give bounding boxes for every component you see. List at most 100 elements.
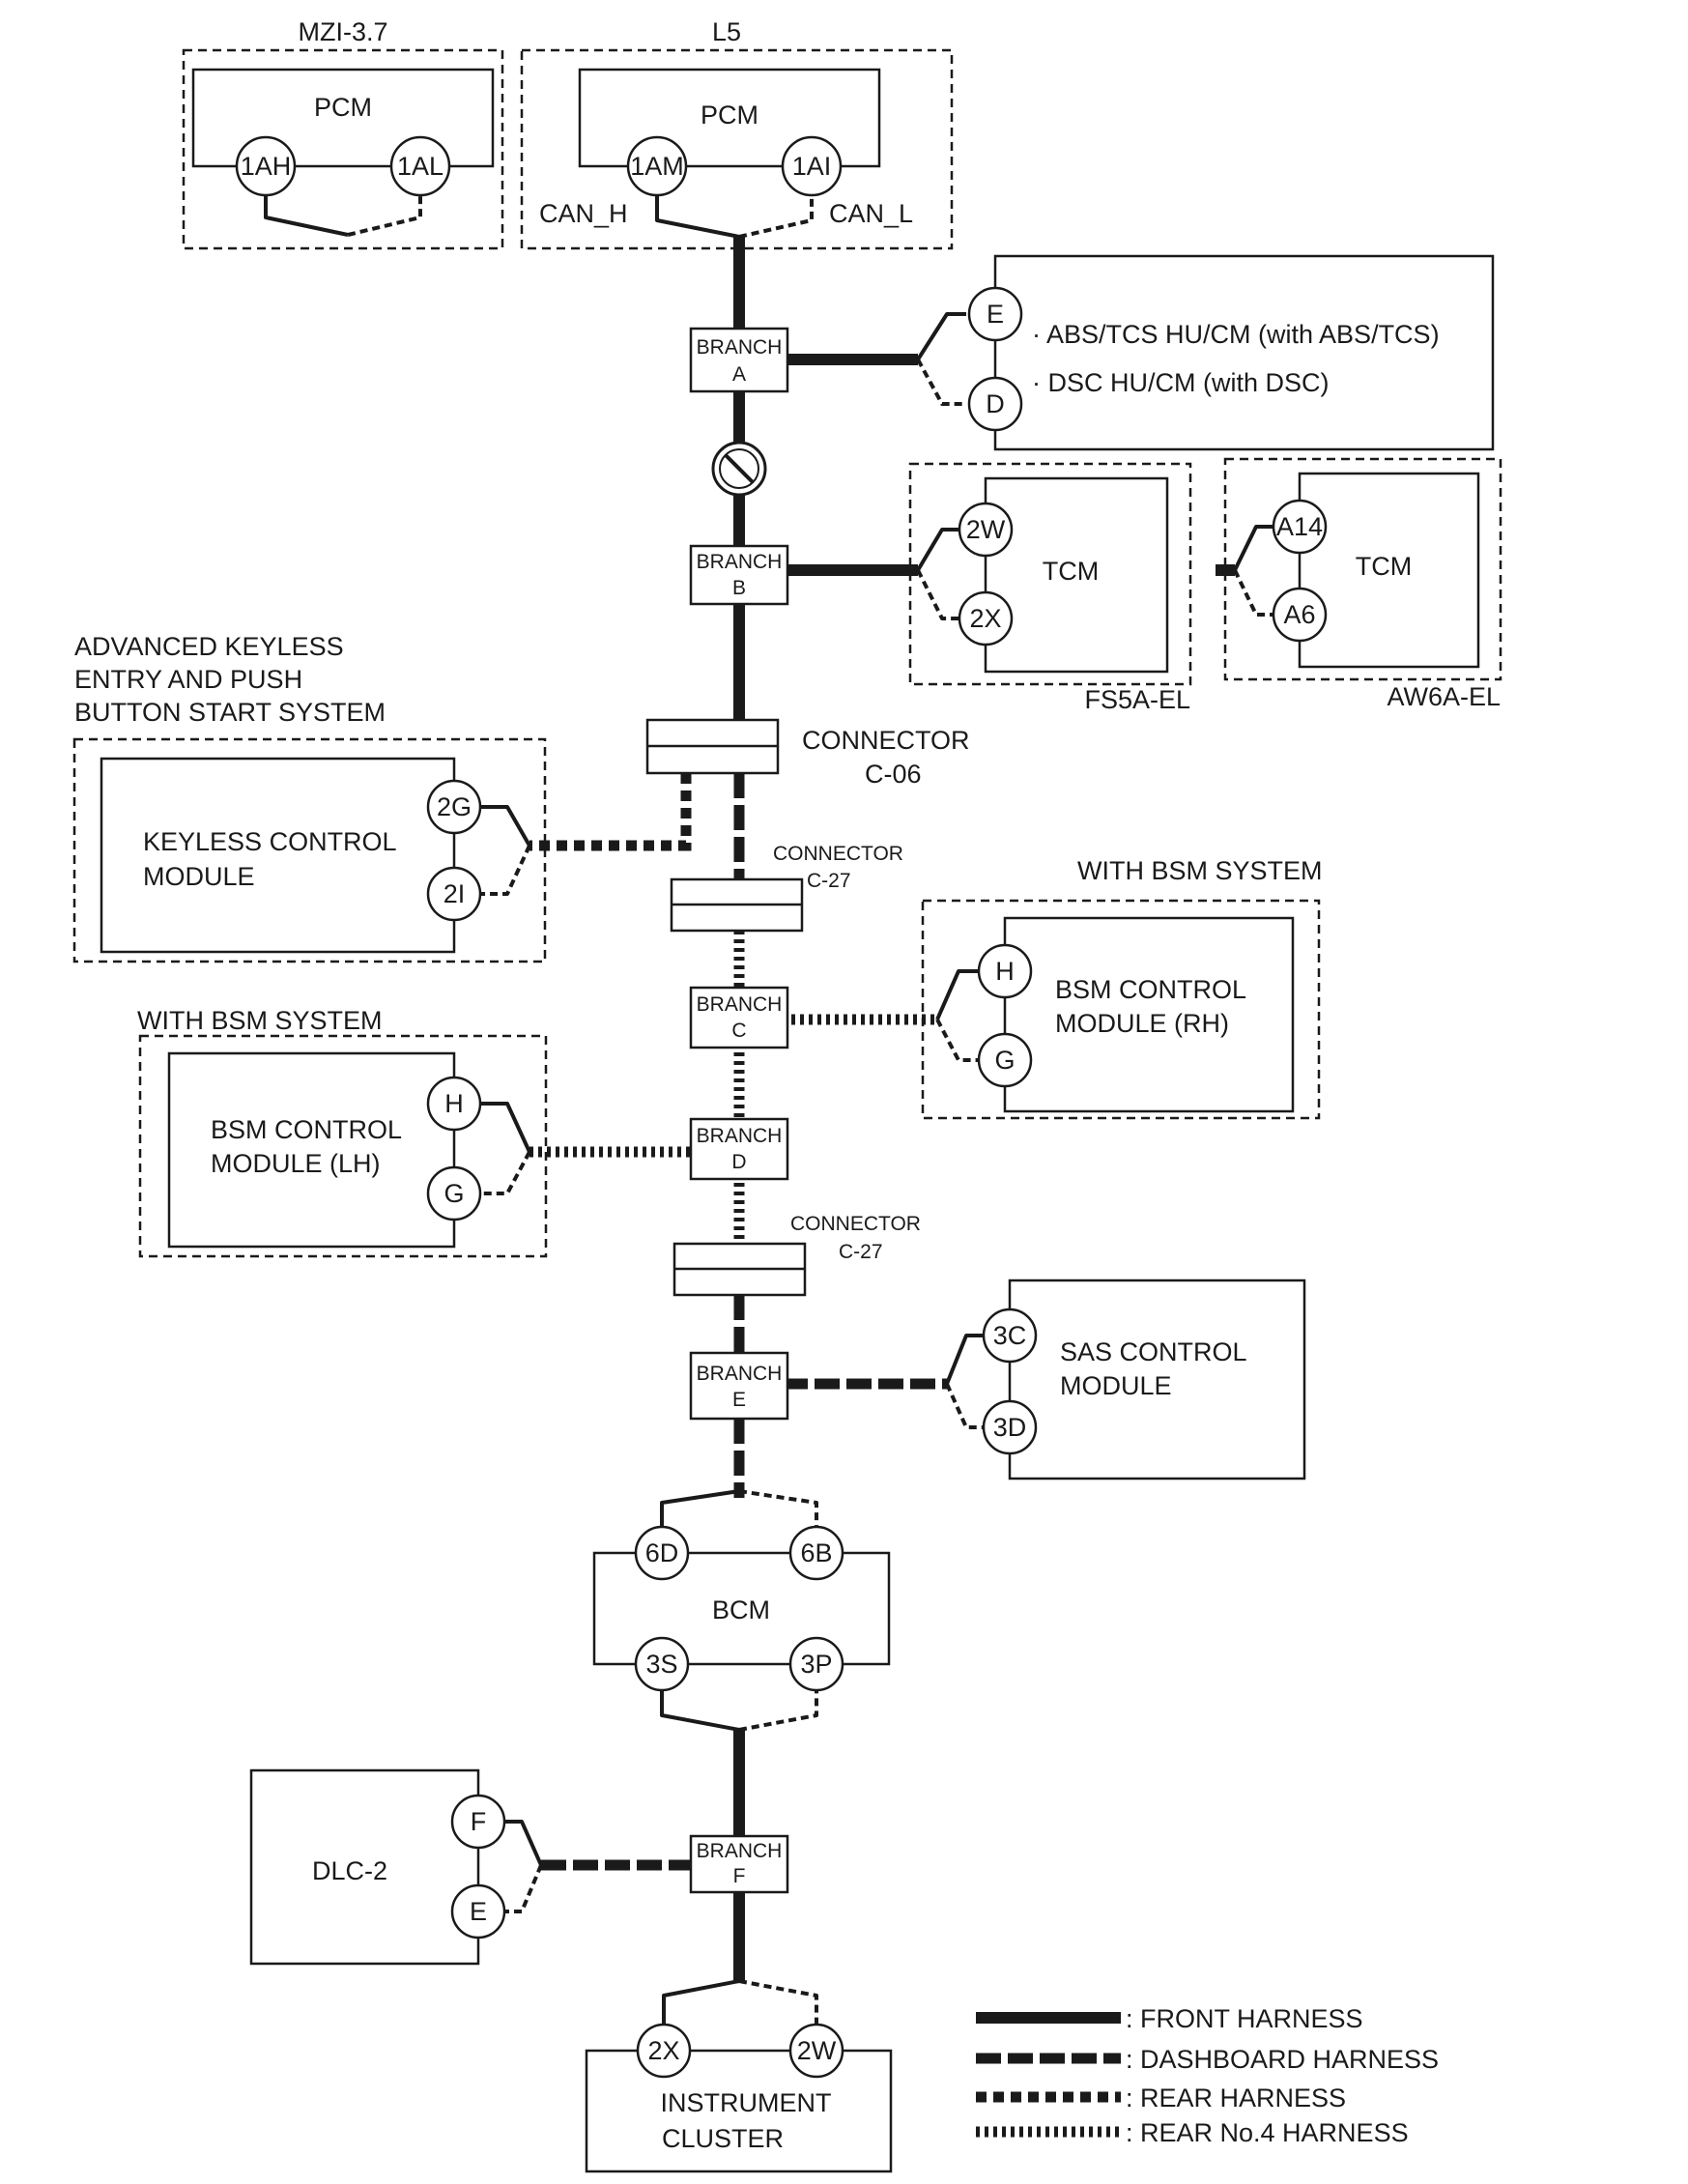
pin-keyless-2i: 2I xyxy=(426,866,482,922)
pcm-l5-twist-l xyxy=(738,193,814,239)
svg-text:2X: 2X xyxy=(969,604,1001,633)
bsm-rh-twist-g xyxy=(935,1019,979,1062)
svg-text:A: A xyxy=(732,363,746,386)
keyless-system-line1: ADVANCED KEYLESS xyxy=(74,632,344,661)
bsm-lh-name-line1: BSM CONTROL xyxy=(211,1115,402,1144)
legend-front-label: : FRONT HARNESS xyxy=(1126,2004,1363,2033)
pin-bcm-6d: 6D xyxy=(634,1525,690,1581)
sas-name-line1: SAS CONTROL xyxy=(1060,1337,1247,1366)
bcm-top-twist-a xyxy=(660,1489,740,1527)
svg-text:BRANCH: BRANCH xyxy=(697,336,783,359)
svg-text:G: G xyxy=(443,1179,464,1208)
svg-text:1AM: 1AM xyxy=(630,152,684,181)
bsm-rh-name-line2: MODULE (RH) xyxy=(1055,1009,1229,1038)
svg-text:H: H xyxy=(444,1089,464,1118)
abs-label-line2: · DSC HU/CM (with DSC) xyxy=(1032,368,1330,397)
pin-cluster-2x: 2X xyxy=(636,2023,692,2079)
svg-text:1AL: 1AL xyxy=(397,152,443,181)
pin-tcm-2x: 2X xyxy=(958,590,1014,647)
bcm-top-twist-b xyxy=(738,1489,818,1527)
branch-f: BRANCH F xyxy=(689,1834,789,1894)
tcm-fs5a-variant-label: FS5A-EL xyxy=(1084,685,1190,714)
pin-bcm-3s: 3S xyxy=(634,1636,690,1692)
tcm-aw6a-enclosure xyxy=(1223,457,1502,681)
svg-text:6D: 6D xyxy=(645,1538,679,1567)
sas-twist-a xyxy=(945,1334,984,1385)
cluster-twist-a xyxy=(662,1979,740,2025)
pin-1al: 1AL xyxy=(389,135,451,197)
pin-bsm-rh-h: H xyxy=(977,943,1033,999)
connector-c-27-upper xyxy=(670,877,804,933)
svg-text:1AH: 1AH xyxy=(241,152,292,181)
pin-cluster-2w: 2W xyxy=(788,2023,844,2079)
pcm-mzi-name: PCM xyxy=(314,93,372,122)
sas-name-line2: MODULE xyxy=(1060,1371,1172,1400)
svg-text:A14: A14 xyxy=(1276,512,1323,541)
pcm-l5-box xyxy=(578,68,881,168)
svg-text:3C: 3C xyxy=(993,1321,1027,1350)
connector-c-06-word: CONNECTOR xyxy=(802,726,970,755)
pin-bsm-lh-g: G xyxy=(426,1165,482,1221)
pin-bsm-rh-g: G xyxy=(977,1032,1033,1088)
svg-text:2X: 2X xyxy=(647,2036,679,2065)
svg-text:H: H xyxy=(995,957,1015,986)
svg-text:2G: 2G xyxy=(437,792,472,821)
cluster-name-line2: CLUSTER xyxy=(662,2124,784,2153)
svg-text:6B: 6B xyxy=(800,1538,832,1567)
svg-text:BRANCH: BRANCH xyxy=(697,551,783,573)
tcm-aw6a-twist-a xyxy=(1233,525,1273,571)
no-connection-icon xyxy=(711,441,767,497)
pin-bcm-6b: 6B xyxy=(788,1525,844,1581)
pin-tcm-a14: A14 xyxy=(1272,499,1328,555)
connector-c-06-id: C-06 xyxy=(865,760,922,789)
pin-tcm-2w: 2W xyxy=(958,502,1014,558)
keyless-system-line2: ENTRY AND PUSH xyxy=(74,665,302,694)
svg-text:BRANCH: BRANCH xyxy=(697,1840,783,1862)
svg-text:C: C xyxy=(731,1020,746,1042)
bsm-lh-enclosure xyxy=(138,1034,548,1258)
keyless-system-line3: BUTTON START SYSTEM xyxy=(74,698,386,727)
pcm-l5-enclosure xyxy=(520,48,954,250)
pin-sas-3d: 3D xyxy=(982,1399,1038,1455)
pin-bsm-lh-h: H xyxy=(426,1076,482,1132)
connector-c-27b-word: CONNECTOR xyxy=(790,1213,921,1235)
svg-text:F: F xyxy=(471,1807,487,1836)
pin-dlc-e: E xyxy=(450,1883,506,1940)
svg-text:BRANCH: BRANCH xyxy=(697,1363,783,1385)
keyless-box xyxy=(100,757,456,954)
bsm-lh-name-line2: MODULE (LH) xyxy=(211,1149,381,1178)
legend-dashboard-label: : DASHBOARD HARNESS xyxy=(1126,2045,1439,2074)
svg-text:E: E xyxy=(732,1389,746,1411)
legend-rear-label: : REAR HARNESS xyxy=(1126,2083,1346,2112)
svg-text:1AI: 1AI xyxy=(792,152,832,181)
svg-text:D: D xyxy=(731,1151,746,1173)
pcm-l5-twist-h xyxy=(655,193,740,239)
pin-keyless-2g: 2G xyxy=(426,779,482,835)
tcm-fs5a-twist-a xyxy=(916,528,961,572)
keyless-twist-b xyxy=(480,845,531,896)
connector-c-06 xyxy=(645,718,780,775)
cluster-twist-b xyxy=(738,1979,818,2025)
svg-text:B: B xyxy=(732,577,746,599)
keyless-twist-a xyxy=(480,805,531,847)
pcm-mzi-twist-l xyxy=(347,193,422,237)
svg-text:3P: 3P xyxy=(800,1650,832,1679)
pin-1am: 1AM xyxy=(626,135,688,197)
abs-box xyxy=(993,254,1495,451)
svg-text:2W: 2W xyxy=(966,515,1006,544)
connector-c-27a-word: CONNECTOR xyxy=(773,843,903,865)
svg-text:F: F xyxy=(733,1865,746,1887)
pin-sas-3c: 3C xyxy=(982,1308,1038,1364)
bsm-rh-twist-h xyxy=(935,969,979,1020)
bcm-box xyxy=(592,1551,891,1666)
bsm-rh-enclosure xyxy=(921,899,1321,1120)
tcm-fs5a-enclosure xyxy=(908,462,1192,686)
tcm-aw6a-name: TCM xyxy=(1356,552,1412,581)
tcm-fs5a-name: TCM xyxy=(1043,557,1099,586)
pin-dlc-f: F xyxy=(450,1794,506,1850)
can-l-label: CAN_L xyxy=(829,199,913,228)
bcm-bottom-twist-b xyxy=(738,1691,818,1732)
svg-text:E: E xyxy=(470,1897,487,1926)
svg-text:BRANCH: BRANCH xyxy=(697,1125,783,1147)
